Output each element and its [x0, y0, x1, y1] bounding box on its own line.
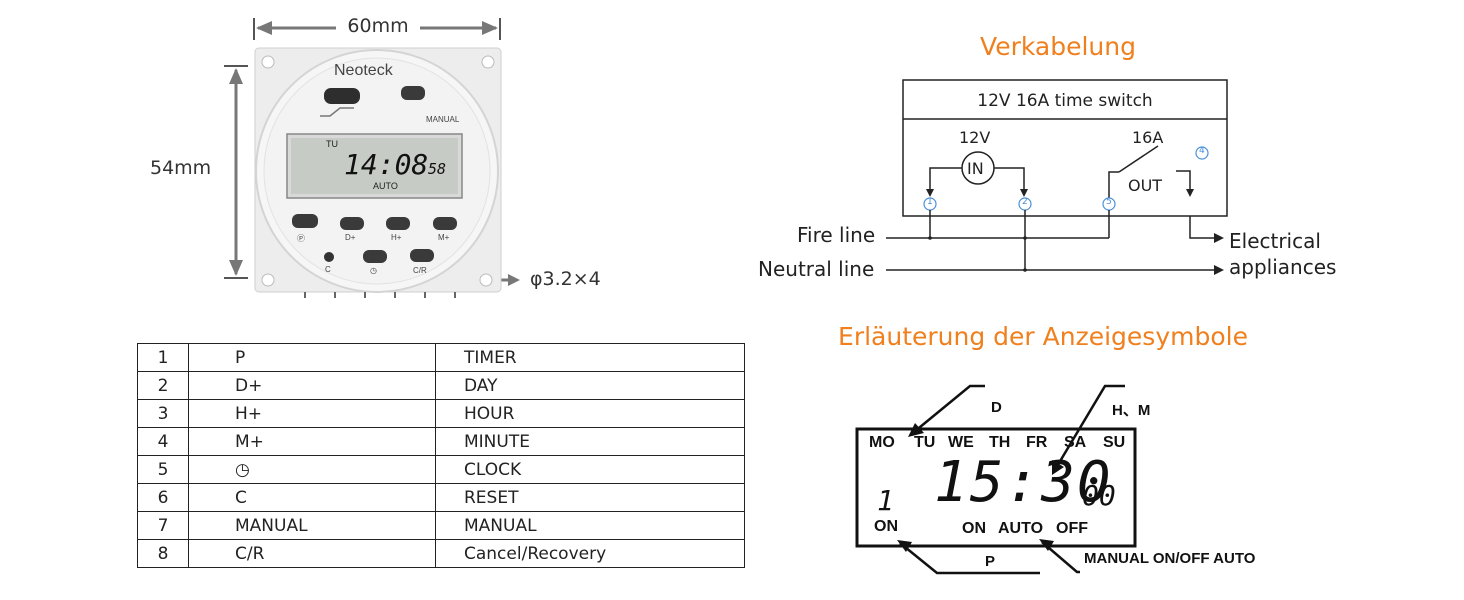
row-description: MINUTE — [435, 427, 745, 456]
row-number: 5 — [137, 455, 189, 484]
device-button-label-d: D+ — [345, 233, 356, 242]
row-key: M+ — [188, 427, 436, 456]
row-key: H+ — [188, 399, 436, 428]
lcd-program-number: 1 — [877, 484, 894, 517]
row-description: DAY — [435, 371, 745, 400]
lcd-day-sa: SA — [1064, 434, 1087, 451]
voltage-label: 12V — [959, 128, 991, 147]
manual-button-label: MANUAL — [426, 115, 460, 124]
row-key: D+ — [188, 371, 436, 400]
row-key: P — [188, 343, 436, 372]
device-button-label-cr: C/R — [413, 266, 427, 275]
coil-in-label: IN — [967, 159, 984, 178]
row-key: C/R — [188, 539, 436, 568]
row-key: MANUAL — [188, 511, 436, 540]
row-description: MANUAL — [435, 511, 745, 540]
switch-box-title: 12V 16A time switch — [977, 91, 1153, 111]
terminal-5-label: 5 — [1106, 197, 1112, 207]
lcd-day-su: SU — [1103, 434, 1126, 451]
callout-manual: MANUAL ON/OFF AUTO — [1084, 550, 1256, 567]
appliances-label-line1: Electrical — [1229, 229, 1321, 253]
out-label: OUT — [1128, 176, 1163, 195]
row-description: Cancel/Recovery — [435, 539, 745, 568]
terminal-2-label: 2 — [1022, 197, 1028, 207]
hole-dimension-label: φ3.2×4 — [530, 268, 601, 290]
table-row: 5◷CLOCK — [137, 455, 745, 484]
device-button-label-p: Ⓟ — [297, 234, 305, 243]
row-number: 7 — [137, 511, 189, 540]
device-button-label-m: M+ — [438, 233, 450, 242]
lcd-mode-on: ON — [962, 520, 986, 537]
device-lcd-mode: AUTO — [373, 181, 398, 191]
row-description: TIMER — [435, 343, 745, 372]
lcd-seconds: 00 — [1082, 479, 1116, 512]
device-button-label-c: C — [325, 265, 331, 274]
row-key: ◷ — [188, 455, 436, 484]
callout-hm: H、M — [1112, 402, 1151, 419]
wiring-title: Verkabelung — [980, 32, 1136, 61]
device-lcd-seconds: 58 — [428, 160, 447, 178]
display-graphics — [855, 384, 1137, 575]
height-dimension-label: 54mm — [150, 157, 212, 179]
lcd-day-fr: FR — [1026, 434, 1048, 451]
lcd-day-we: WE — [948, 434, 974, 451]
row-number: 4 — [137, 427, 189, 456]
device-lcd-time: 14:08 — [344, 148, 429, 181]
lcd-mode-off: OFF — [1056, 520, 1088, 537]
row-key: C — [188, 483, 436, 512]
callout-p: P — [985, 553, 996, 570]
lcd-day-mo: MO — [869, 434, 895, 451]
current-label: 16A — [1132, 128, 1164, 147]
row-number: 2 — [137, 371, 189, 400]
terminal-4-label: 4 — [1199, 146, 1205, 156]
wiring-graphics — [886, 79, 1228, 275]
row-number: 6 — [137, 483, 189, 512]
row-number: 3 — [137, 399, 189, 428]
row-description: CLOCK — [435, 455, 745, 484]
device-button-label-h: H+ — [391, 233, 402, 242]
row-number: 8 — [137, 539, 189, 568]
lcd-time: 15:30 — [934, 450, 1113, 515]
width-dimension-label: 60mm — [347, 15, 409, 37]
display-title: Erläuterung der Anzeigesymbole — [838, 322, 1248, 351]
lcd-mode-auto: AUTO — [998, 520, 1044, 537]
lcd-on-indicator: ON — [874, 518, 898, 535]
terminal-1-label: 1 — [927, 197, 933, 207]
appliances-label-line2: appliances — [1229, 255, 1337, 279]
fire-line-label: Fire line — [797, 223, 876, 247]
brand-logo: Neoteck — [334, 62, 393, 79]
row-description: HOUR — [435, 399, 745, 428]
neutral-line-label: Neutral line — [758, 257, 875, 281]
device-button-label-clock: ◷ — [370, 266, 377, 275]
callout-d: D — [991, 399, 1002, 416]
row-number: 1 — [137, 343, 189, 372]
device-dimension-graphics — [224, 18, 520, 298]
row-description: RESET — [435, 483, 745, 512]
device-lcd-day: TU — [326, 139, 338, 149]
lcd-day-tu: TU — [914, 434, 936, 451]
lcd-day-th: TH — [989, 434, 1011, 451]
